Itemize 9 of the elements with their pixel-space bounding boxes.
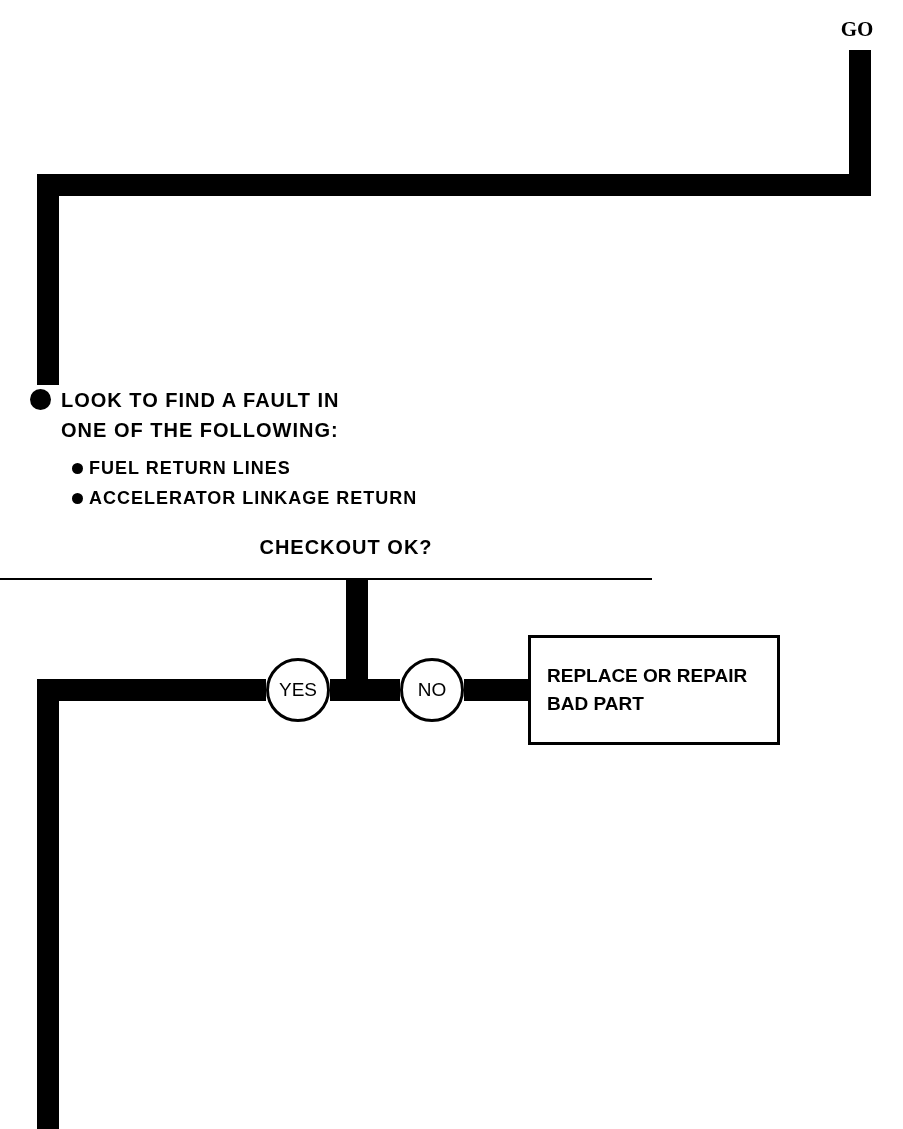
flow-line — [464, 679, 528, 701]
start-label: GO — [840, 16, 874, 43]
action-box: REPLACE OR REPAIR BAD PART — [528, 635, 780, 745]
question-text: CHECKOUT OK? — [259, 535, 433, 560]
list-item: FUEL RETURN LINES — [89, 457, 291, 480]
flow-line — [37, 50, 871, 385]
instruction-text: LOOK TO FIND A FAULT IN ONE OF THE FOLLOWING: — [61, 388, 341, 443]
flow-line — [37, 679, 266, 1129]
list-item: ACCELERATOR LINKAGE RETURN — [89, 487, 418, 510]
